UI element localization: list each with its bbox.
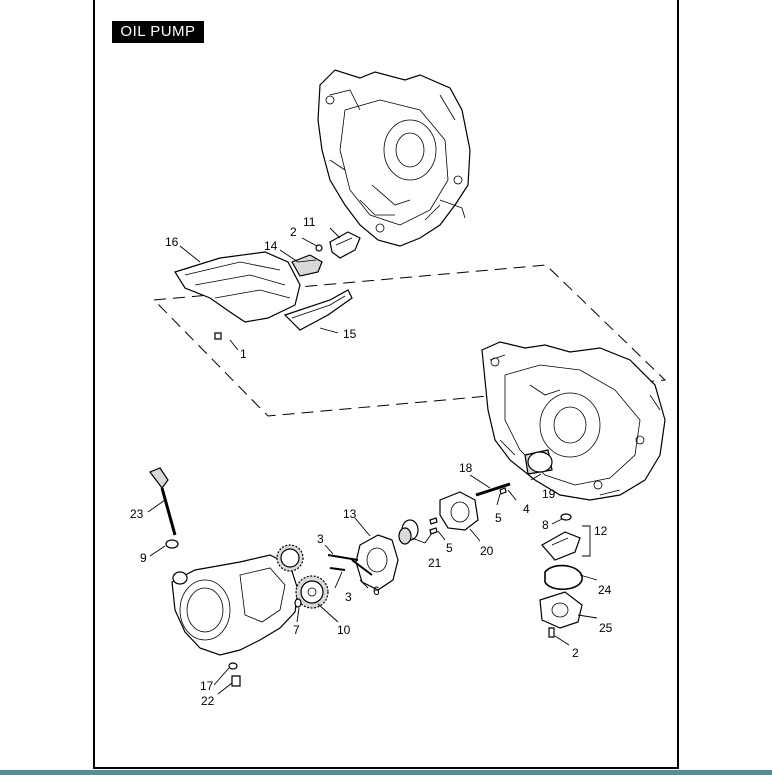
callout-17: 17 — [200, 679, 214, 693]
drive-gear-lower — [295, 575, 329, 609]
callout-4: 4 — [523, 502, 530, 516]
bolt — [548, 627, 555, 638]
gear-cover — [171, 554, 299, 656]
callout-1: 1 — [240, 347, 247, 361]
pump-shaft — [475, 482, 511, 497]
drive-gear-upper — [276, 544, 304, 572]
assembly-dashed-outline — [152, 264, 667, 417]
pump-rotors — [398, 519, 419, 545]
filter-adapter — [541, 513, 581, 561]
screw — [327, 554, 359, 561]
callout-8: 8 — [542, 518, 549, 532]
callout-12: 12 — [594, 524, 608, 538]
callout-6: 6 — [373, 584, 380, 598]
callout-2: 2 — [572, 646, 579, 660]
diagram-frame — [93, 0, 679, 769]
o-ring — [165, 539, 179, 549]
crankcase-right-half — [481, 341, 666, 501]
callout-13: 13 — [343, 507, 357, 521]
callout-5: 5 — [495, 511, 502, 525]
leader-lines — [147, 227, 598, 695]
callout-3: 3 — [317, 532, 324, 546]
callout-16: 16 — [165, 235, 179, 249]
callout-14: 14 — [264, 239, 278, 253]
callout-10: 10 — [337, 623, 351, 637]
callout-19: 19 — [542, 487, 556, 501]
screw — [329, 567, 346, 571]
pin — [429, 527, 438, 535]
page-title: OIL PUMP — [112, 21, 204, 43]
pump-housing — [355, 534, 399, 591]
callout-22: 22 — [201, 694, 215, 708]
callout-25: 25 — [599, 621, 613, 635]
pin — [429, 517, 438, 525]
pump-cover — [439, 491, 479, 531]
callout-21: 21 — [428, 556, 442, 570]
pin — [499, 487, 507, 495]
gasket-part — [291, 254, 323, 277]
crankcase-left-half — [317, 69, 471, 247]
filter-cover — [539, 591, 583, 629]
key — [294, 598, 302, 608]
bottom-bar — [0, 770, 772, 775]
bracket — [582, 525, 591, 557]
gasket — [544, 564, 583, 591]
callout-5: 5 — [446, 541, 453, 555]
dipstick — [149, 467, 177, 536]
callout-3: 3 — [345, 590, 352, 604]
callout-24: 24 — [598, 583, 612, 597]
callout-9: 9 — [140, 551, 147, 565]
callout-labels: 1 2 11 14 16 15 23 9 3 3 7 10 6 13 21 5 … — [130, 215, 613, 708]
bolt — [214, 332, 222, 340]
baffle-plate — [174, 251, 301, 323]
drain-plug — [231, 675, 241, 687]
callout-23: 23 — [130, 507, 144, 521]
oil-screen-part — [283, 289, 353, 331]
callout-18: 18 — [459, 461, 473, 475]
callout-11: 11 — [303, 215, 316, 229]
pin — [351, 559, 373, 576]
callout-2: 2 — [290, 225, 297, 239]
oil-pickup-part — [329, 231, 361, 259]
washer — [228, 662, 238, 670]
callout-20: 20 — [480, 544, 494, 558]
callout-15: 15 — [343, 327, 357, 341]
callout-7: 7 — [293, 623, 300, 637]
fastener — [315, 244, 323, 252]
